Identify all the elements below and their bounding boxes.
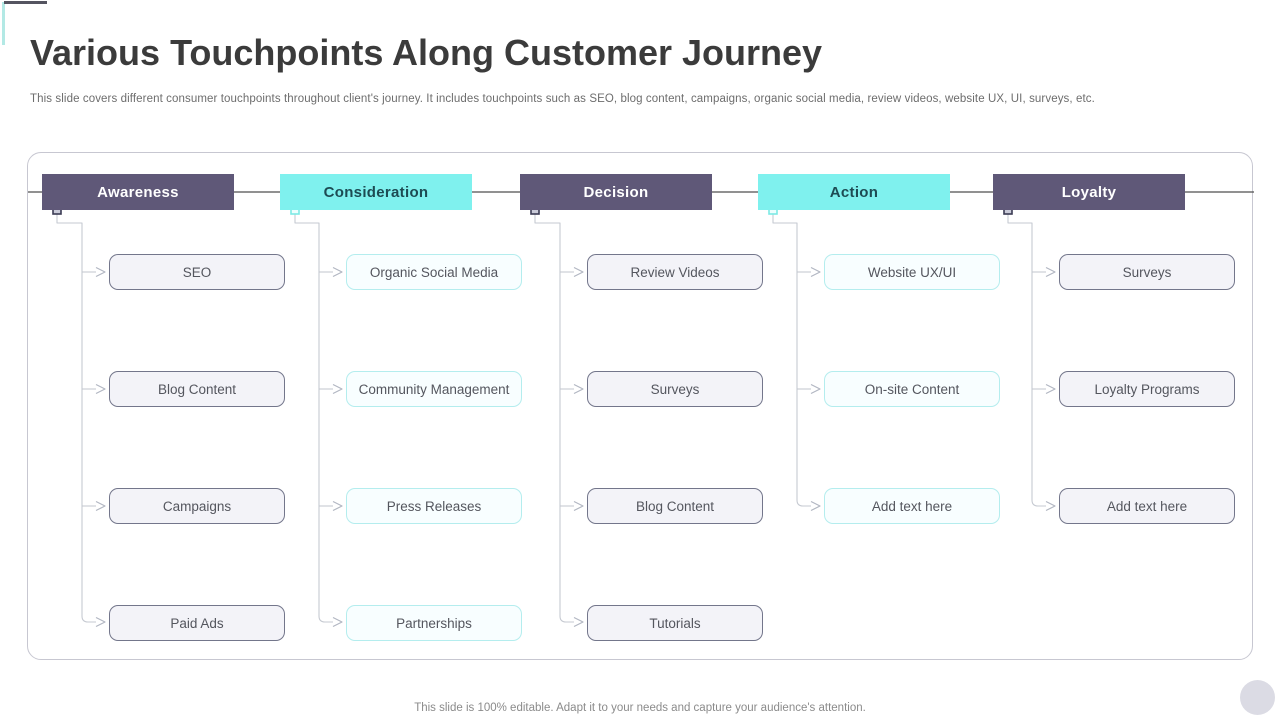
diagram-panel: Awareness Consideration Decision Action … — [27, 152, 1254, 660]
touchpoint-item: SEO — [109, 254, 285, 290]
connector-lines — [28, 191, 1254, 628]
touchpoint-item: Add text here — [824, 488, 1000, 524]
touchpoint-item: Community Management — [346, 371, 522, 407]
touchpoint-item: Surveys — [587, 371, 763, 407]
touchpoint-item: Organic Social Media — [346, 254, 522, 290]
dark-accent-bar — [4, 1, 47, 4]
touchpoint-item: Campaigns — [109, 488, 285, 524]
touchpoint-item: Loyalty Programs — [1059, 371, 1235, 407]
touchpoint-item: Paid Ads — [109, 605, 285, 641]
touchpoint-item: Blog Content — [587, 488, 763, 524]
stage-header-action: Action — [758, 174, 950, 210]
stage-header-consideration: Consideration — [280, 174, 472, 210]
page-title: Various Touchpoints Along Customer Journ… — [30, 32, 823, 73]
stage-header-awareness: Awareness — [42, 174, 234, 210]
corner-circle-decoration — [1240, 680, 1275, 715]
arrowheads — [95, 266, 1056, 628]
page-subtitle: This slide covers different consumer tou… — [30, 93, 1095, 105]
teal-accent-bar — [2, 2, 5, 45]
touchpoint-item: Blog Content — [109, 371, 285, 407]
touchpoint-item: Add text here — [1059, 488, 1235, 524]
stage-header-decision: Decision — [520, 174, 712, 210]
touchpoint-item: Tutorials — [587, 605, 763, 641]
touchpoint-item: Surveys — [1059, 254, 1235, 290]
touchpoint-item: Press Releases — [346, 488, 522, 524]
touchpoint-item: Review Videos — [587, 254, 763, 290]
touchpoint-item: Website UX/UI — [824, 254, 1000, 290]
touchpoint-item: On-site Content — [824, 371, 1000, 407]
footer-note: This slide is 100% editable. Adapt it to… — [414, 702, 866, 714]
touchpoint-item: Partnerships — [346, 605, 522, 641]
stage-header-loyalty: Loyalty — [993, 174, 1185, 210]
